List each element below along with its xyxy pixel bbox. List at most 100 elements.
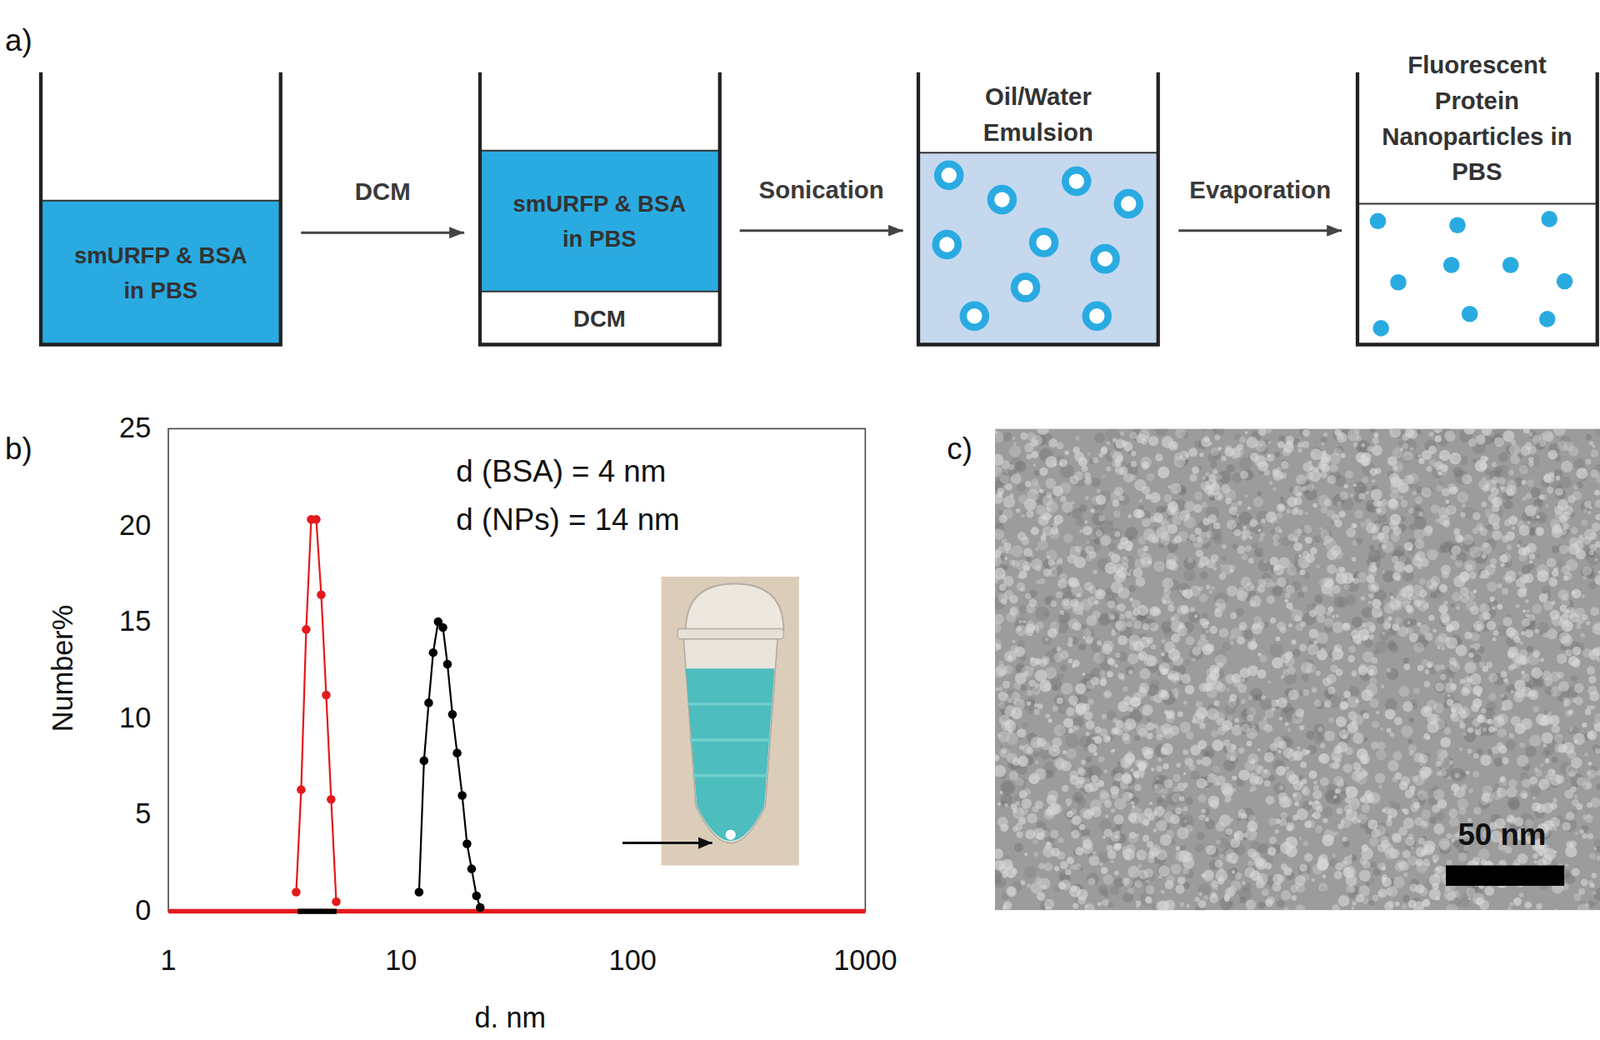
texture-blob xyxy=(1542,632,1548,638)
texture-blob xyxy=(1279,496,1285,502)
texture-blob xyxy=(1347,655,1355,663)
texture-blob xyxy=(1498,451,1509,462)
texture-blob xyxy=(1399,685,1410,697)
texture-blob xyxy=(1369,545,1375,550)
texture-blob xyxy=(1549,578,1558,587)
texture-blob xyxy=(995,765,1006,778)
texture-blob xyxy=(1243,630,1254,640)
texture-blob xyxy=(1515,604,1520,609)
texture-blob xyxy=(998,686,1003,691)
texture-blob xyxy=(1315,825,1323,833)
texture-blob xyxy=(1580,879,1589,887)
texture-blob xyxy=(1467,727,1474,734)
texture-blob xyxy=(1100,679,1108,687)
texture-blob xyxy=(1313,785,1320,791)
texture-blob xyxy=(1498,477,1506,485)
data-marker xyxy=(331,897,341,907)
texture-blob xyxy=(1285,585,1295,595)
texture-blob xyxy=(1179,721,1191,734)
data-marker xyxy=(443,660,453,670)
texture-blob xyxy=(1239,457,1253,471)
texture-blob xyxy=(1570,675,1578,682)
texture-blob xyxy=(1450,767,1465,782)
texture-blob xyxy=(1150,767,1155,771)
texture-blob xyxy=(1342,836,1348,842)
texture-blob xyxy=(1034,470,1040,476)
texture-blob xyxy=(1545,504,1550,508)
texture-blob xyxy=(1109,520,1114,525)
texture-blob xyxy=(1241,880,1246,885)
texture-blob xyxy=(1500,776,1506,783)
texture-blob xyxy=(1160,520,1170,529)
texture-blob xyxy=(1028,708,1035,715)
bsa-curve xyxy=(295,519,336,902)
texture-blob xyxy=(1291,895,1297,900)
texture-blob xyxy=(1079,504,1088,513)
texture-blob xyxy=(1450,545,1461,555)
texture-blob xyxy=(1503,678,1509,684)
texture-blob xyxy=(1280,890,1291,900)
texture-blob xyxy=(1287,728,1291,732)
texture-blob xyxy=(1401,808,1406,813)
texture-blob xyxy=(1370,877,1375,882)
plot-frame xyxy=(168,428,865,911)
texture-blob xyxy=(1184,819,1188,823)
texture-blob xyxy=(1491,530,1502,540)
texture-blob xyxy=(1503,500,1513,510)
texture-blob xyxy=(1374,650,1379,655)
texture-blob xyxy=(1115,468,1120,473)
texture-blob xyxy=(1272,534,1280,542)
texture-blob xyxy=(1128,569,1132,573)
texture-blob xyxy=(1322,818,1328,824)
black-baseline-segment xyxy=(297,909,337,915)
texture-blob xyxy=(1127,514,1131,518)
texture-blob xyxy=(1322,806,1334,818)
texture-blob xyxy=(1365,881,1370,886)
texture-blob xyxy=(1036,703,1043,710)
texture-blob xyxy=(1016,582,1026,592)
texture-blob xyxy=(1177,711,1184,718)
texture-blob xyxy=(1141,517,1151,527)
texture-blob xyxy=(1020,684,1028,691)
texture-blob xyxy=(1306,744,1317,755)
texture-blob xyxy=(1510,455,1520,465)
texture-blob xyxy=(1370,428,1375,433)
texture-blob xyxy=(1081,835,1090,845)
texture-blob xyxy=(1056,697,1064,705)
tube-liquid xyxy=(685,668,775,841)
tube-body xyxy=(683,639,778,844)
texture-blob xyxy=(1257,669,1267,679)
texture-blob xyxy=(1362,712,1369,719)
texture-blob xyxy=(1320,505,1329,514)
texture-blob xyxy=(1507,796,1520,810)
texture-blob xyxy=(1434,680,1447,694)
texture-blob xyxy=(1575,831,1579,835)
texture-blob xyxy=(1534,515,1540,521)
texture-blob xyxy=(1170,633,1180,643)
texture-blob xyxy=(1284,599,1289,604)
texture-blob xyxy=(1249,526,1255,532)
texture-blob xyxy=(1398,440,1404,446)
texture-blob xyxy=(1358,492,1365,500)
texture-blob xyxy=(1468,438,1477,447)
texture-blob xyxy=(1024,852,1028,856)
texture-blob xyxy=(1014,843,1024,853)
texture-blob xyxy=(1053,748,1058,753)
texture-blob xyxy=(1064,450,1070,456)
texture-blob xyxy=(1071,815,1082,826)
texture-blob xyxy=(1145,896,1153,905)
texture-blob xyxy=(1095,495,1106,505)
texture-blob xyxy=(1210,585,1215,590)
texture-blob xyxy=(1558,680,1570,692)
texture-blob xyxy=(1348,885,1355,893)
texture-blob xyxy=(1074,725,1080,730)
texture-blob xyxy=(1475,435,1486,445)
texture-blob xyxy=(1403,657,1410,664)
texture-blob xyxy=(1333,595,1345,608)
texture-blob xyxy=(1009,445,1021,458)
texture-blob xyxy=(1103,874,1114,885)
texture-blob xyxy=(1388,642,1399,653)
texture-blob xyxy=(1354,509,1364,519)
texture-blob xyxy=(1304,853,1313,862)
